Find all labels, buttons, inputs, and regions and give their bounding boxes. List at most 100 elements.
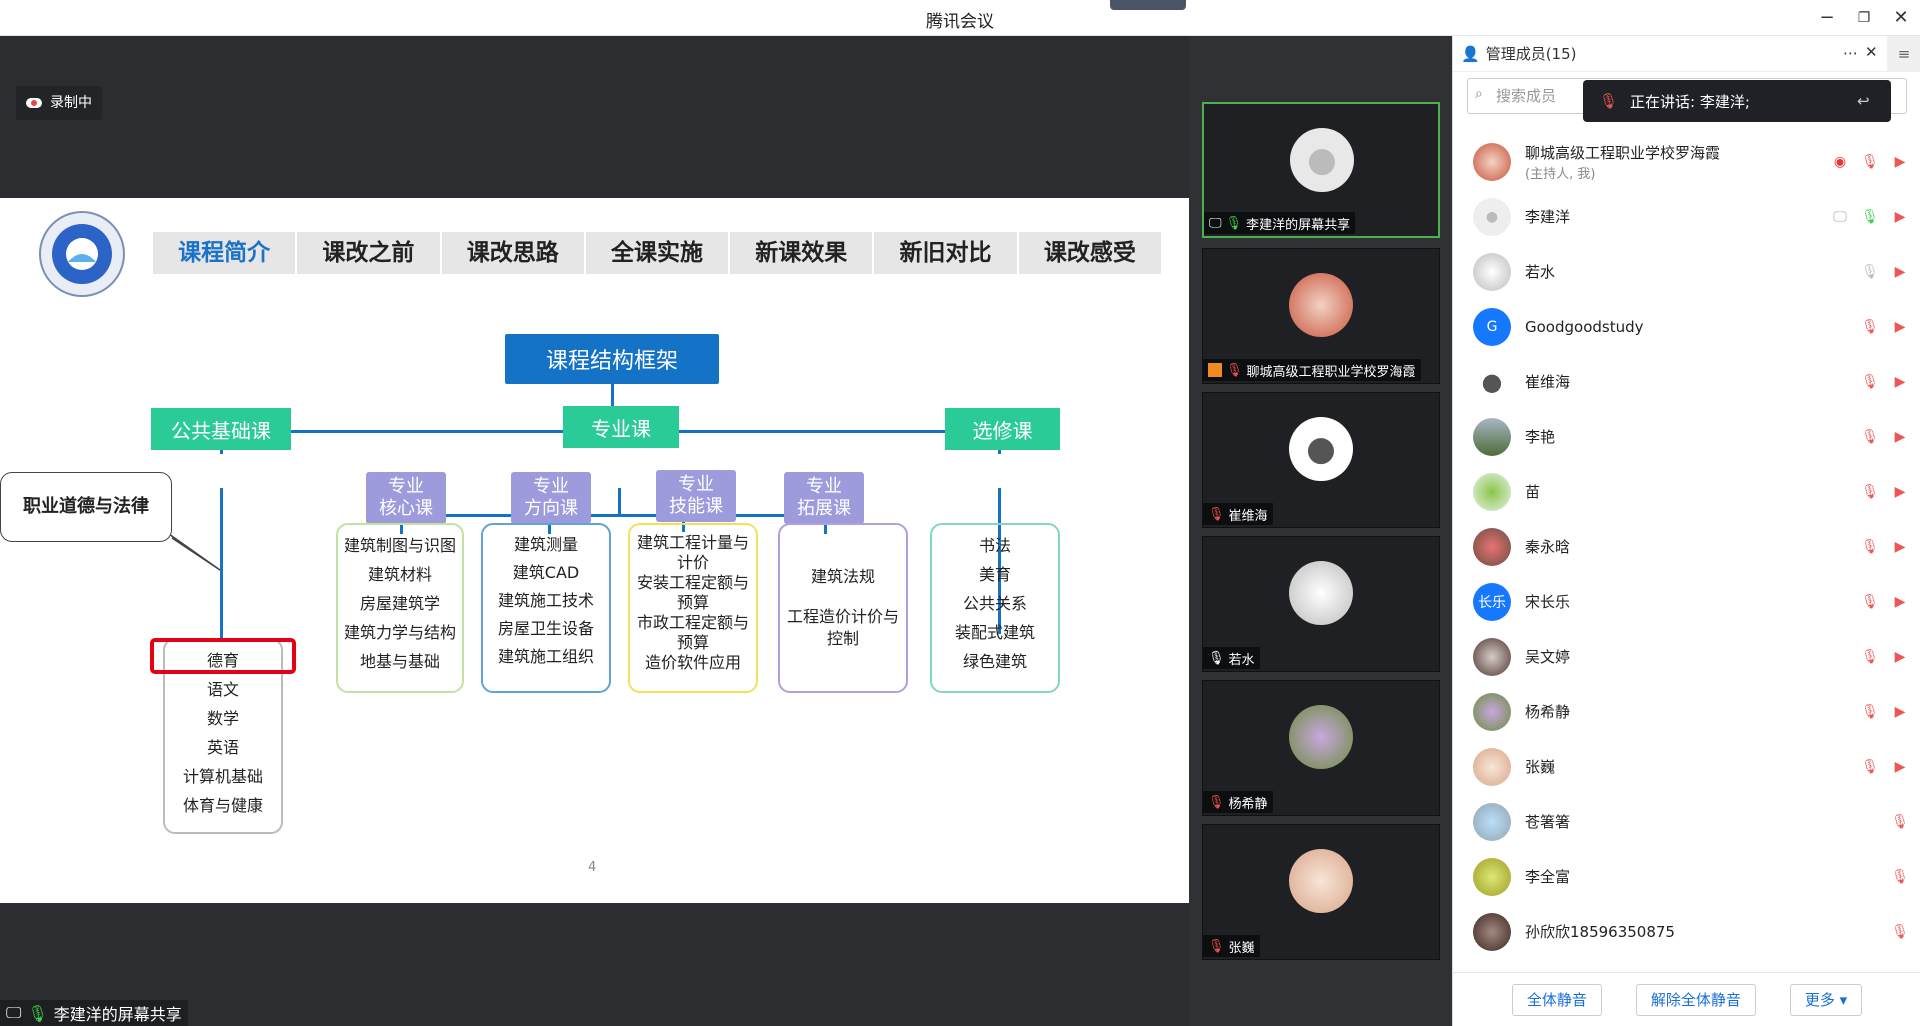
camera-off-icon[interactable]: ▶	[1894, 648, 1906, 665]
speaking-text: 正在讲话: 李建洋;	[1630, 92, 1750, 111]
video-tile[interactable]: 🎙杨希静	[1202, 680, 1440, 816]
avatar	[1289, 561, 1353, 625]
unmute-all-button[interactable]: 解除全体静音	[1635, 983, 1756, 1016]
mic-on-icon: 🎙	[1208, 650, 1225, 666]
member-row[interactable]: 李艳 🎙 ▶	[1453, 409, 1920, 464]
panel-menu-icon[interactable]: ≡	[1887, 36, 1920, 72]
member-row[interactable]: 聊城高级工程职业学校罗海霞(主持人, 我) ◉ 🎙 ▶	[1453, 134, 1920, 189]
member-row[interactable]: 李全富 🎙	[1453, 849, 1920, 904]
list-skill: 建筑工程计量与计价安装工程定额与预算市政工程定额与预算造价软件应用	[628, 523, 758, 693]
mic-muted-icon[interactable]: 🎙	[1891, 923, 1909, 940]
avatar	[1473, 912, 1511, 951]
camera-off-icon[interactable]: ▶	[1894, 263, 1906, 280]
mic-muted-icon[interactable]: 🎙	[1861, 428, 1879, 445]
mic-muted-icon: 🎙	[1226, 362, 1243, 378]
slide-nav-item: 课改感受	[1019, 232, 1163, 274]
avatar: G	[1473, 307, 1511, 346]
camera-off-icon[interactable]: ▶	[1894, 703, 1906, 720]
close-panel-icon[interactable]: ✕	[1865, 43, 1878, 61]
restore-button[interactable]: ❐	[1857, 10, 1871, 26]
default-avatar-icon: ●	[1289, 417, 1353, 481]
video-tile[interactable]: 🎙张巍	[1202, 824, 1440, 960]
avatar	[1473, 637, 1511, 676]
slide-nav-item-intro: 课程简介	[153, 232, 298, 274]
mic-on-icon[interactable]: 🎙	[1861, 263, 1879, 280]
video-tile[interactable]: ● 🖵🎙李建洋的屏幕共享	[1202, 102, 1440, 238]
more-icon[interactable]: ⋯	[1843, 44, 1858, 62]
camera-off-icon[interactable]: ▶	[1894, 208, 1906, 225]
mic-on-icon[interactable]: 🎙	[1861, 208, 1879, 225]
camera-off-icon[interactable]: ▶	[1894, 758, 1906, 775]
more-button[interactable]: 更多 ▾	[1789, 983, 1863, 1016]
camera-off-icon[interactable]: ▶	[1894, 318, 1906, 335]
member-row[interactable]: 杨希静 🎙 ▶	[1453, 684, 1920, 739]
camera-off-icon[interactable]: ▶	[1894, 428, 1906, 445]
mic-on-icon: 🎙	[1225, 215, 1243, 231]
mic-muted-icon[interactable]: 🎙	[1861, 703, 1879, 720]
avatar	[1473, 692, 1511, 731]
highlight-box	[150, 638, 296, 674]
minimize-button[interactable]: −	[1819, 7, 1835, 28]
mic-muted-icon[interactable]: 🎙	[1861, 483, 1879, 500]
slide: 课程简介 课改之前 课改思路 全课实施 新课效果 新旧对比 课改感受 课程结构框…	[0, 198, 1189, 903]
sub-direction: 专业方向课	[511, 472, 591, 524]
mic-muted-icon: 🎙	[1599, 92, 1619, 110]
slide-nav-bar: 课程简介 课改之前 课改思路 全课实施 新课效果 新旧对比 课改感受	[153, 232, 1163, 274]
member-row[interactable]: 吴文婷 🎙 ▶	[1453, 629, 1920, 684]
recording-indicator[interactable]: 录制中	[16, 86, 102, 120]
sub-skill: 专业技能课	[656, 470, 736, 522]
camera-off-icon[interactable]: ▶	[1894, 373, 1906, 390]
mic-muted-icon: 🎙	[1208, 938, 1225, 954]
screen-share-icon: 🖵	[6, 1003, 22, 1022]
member-row[interactable]: 苗 🎙 ▶	[1453, 464, 1920, 519]
avatar: 长乐	[1473, 582, 1511, 621]
member-row[interactable]: ● 李建洋 🖵 🎙 ▶	[1453, 189, 1920, 244]
list-core: 建筑制图与识图建筑材料房屋建筑学建筑力学与结构地基与基础	[336, 523, 464, 693]
member-row[interactable]: 若水 🎙 ▶	[1453, 244, 1920, 299]
member-row[interactable]: 孙欣欣18596350875 🎙	[1453, 904, 1920, 959]
category-public: 公共基础课	[151, 408, 291, 450]
video-tile[interactable]: ● 🎙崔维海	[1202, 392, 1440, 528]
mic-muted-icon[interactable]: 🎙	[1891, 868, 1909, 885]
mic-muted-icon[interactable]: 🎙	[1861, 318, 1879, 335]
list-extension: 建筑法规工程造价计价与控制	[778, 523, 908, 693]
connector-line	[400, 514, 826, 517]
reply-icon[interactable]: ↩	[1857, 92, 1870, 110]
mic-muted-icon[interactable]: 🎙	[1861, 648, 1879, 665]
camera-off-icon[interactable]: ▶	[1894, 153, 1906, 170]
list-elective: 书法美育公共关系装配式建筑绿色建筑	[930, 523, 1060, 693]
mic-on-icon: 🎙	[27, 1003, 48, 1023]
mic-muted-icon[interactable]: 🎙	[1861, 758, 1879, 775]
slide-page-number: 4	[588, 860, 597, 875]
cloud-record-icon	[26, 98, 42, 108]
member-row[interactable]: 张巍 🎙 ▶	[1453, 739, 1920, 794]
avatar	[1473, 802, 1511, 841]
avatar	[1473, 142, 1511, 181]
close-button[interactable]: ✕	[1893, 7, 1909, 28]
camera-off-icon[interactable]: ▶	[1894, 538, 1906, 555]
mic-muted-icon[interactable]: 🎙	[1891, 813, 1909, 830]
mute-all-button[interactable]: 全体静音	[1511, 983, 1602, 1016]
connector-line	[618, 488, 621, 516]
member-row[interactable]: ● 崔维海 🎙 ▶	[1453, 354, 1920, 409]
member-panel: 👤 管理成员(15) ⋯ ✕ ≡ 搜索成员 ⌕ 🎙 正在讲话: 李建洋; ↩ 聊…	[1452, 36, 1920, 1026]
mic-muted-icon[interactable]: 🎙	[1861, 593, 1879, 610]
camera-off-icon[interactable]: ▶	[1894, 483, 1906, 500]
connector-line	[998, 488, 1001, 634]
mic-muted-icon[interactable]: 🎙	[1861, 373, 1879, 390]
avatar	[1289, 705, 1353, 769]
member-row[interactable]: 长乐 宋长乐 🎙 ▶	[1453, 574, 1920, 629]
camera-off-icon[interactable]: ▶	[1894, 593, 1906, 610]
default-avatar-icon: ●	[1473, 197, 1511, 236]
video-tile[interactable]: 🎙若水	[1202, 536, 1440, 672]
avatar	[1289, 273, 1353, 337]
mic-muted-icon[interactable]: 🎙	[1861, 153, 1879, 170]
mic-muted-icon[interactable]: 🎙	[1861, 538, 1879, 555]
member-row[interactable]: 苍箸箸 🎙	[1453, 794, 1920, 849]
member-row[interactable]: 秦永晗 🎙 ▶	[1453, 519, 1920, 574]
video-tile[interactable]: 🎙聊城高级工程职业学校罗海霞	[1202, 248, 1440, 384]
avatar	[1473, 472, 1511, 511]
recording-icon: ◉	[1833, 153, 1847, 170]
member-row[interactable]: G Goodgoodstudy 🎙 ▶	[1453, 299, 1920, 354]
